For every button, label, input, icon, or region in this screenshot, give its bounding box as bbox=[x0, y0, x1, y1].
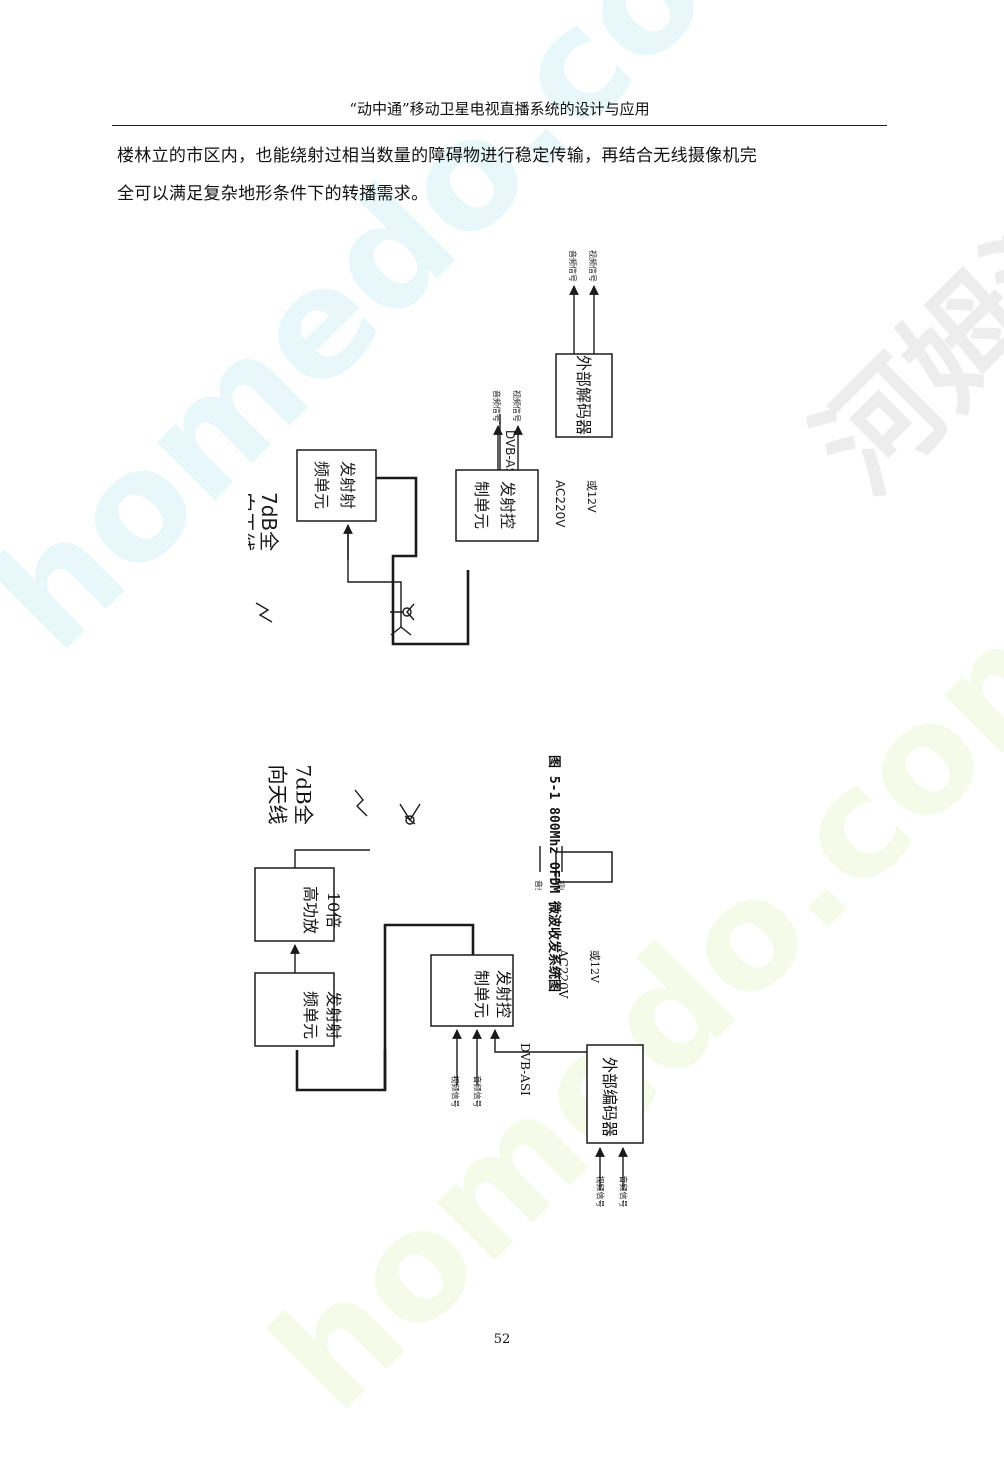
receiver-rf-line1: 发射射 bbox=[338, 461, 357, 509]
transmitter-section: 视频信号 音频信号 bbox=[534, 846, 613, 890]
receiver-control-block bbox=[455, 469, 539, 542]
control-out-video-label: 视频信号 bbox=[512, 390, 522, 422]
transmitter-antenna-line2: 向天线 bbox=[265, 764, 290, 825]
decoder-label: 外部解码器 bbox=[574, 355, 593, 435]
encoder-in-video-label: 视频信号 bbox=[556, 880, 566, 890]
decoder-out-audio-label: 音频信号 bbox=[568, 250, 578, 282]
paragraph-line: 全可以满足复杂地形条件下的转播需求。 bbox=[117, 184, 429, 204]
amp-to-antenna-line bbox=[294, 849, 370, 868]
wave-icon bbox=[354, 789, 368, 817]
encoder-block bbox=[555, 851, 613, 883]
control-in-audio-label: 音频信号 bbox=[472, 1075, 482, 1108]
encoder-in-audio-label: 音频信号 bbox=[618, 1175, 628, 1208]
wave-icon bbox=[255, 602, 273, 623]
receiver-antenna-icon bbox=[390, 603, 415, 636]
transmitter-control-line2: 制单元 bbox=[472, 969, 491, 1018]
transmitter-rf-line2: 频单元 bbox=[301, 990, 320, 1039]
dvb-label: DVB-ASI bbox=[503, 430, 517, 479]
receiver-control-line1: 发射控 bbox=[498, 481, 517, 529]
amplifier-block bbox=[254, 867, 335, 942]
dvb-label: DVB-ASI bbox=[518, 1043, 532, 1096]
system-diagram: 外部解码器 视频信号 音频信号 DVB-ASI 发射控 制单元 视频信号 音频信… bbox=[248, 250, 613, 890]
encoder-in-video-label: 视频信号 bbox=[595, 1175, 605, 1208]
coax-loop bbox=[376, 476, 470, 646]
receiver-rf-line2: 频单元 bbox=[312, 461, 331, 509]
transmitter-rf-block bbox=[254, 972, 335, 1047]
dvb-asi-arrow bbox=[490, 1029, 587, 1053]
running-header: “动中通”移动卫星电视直播系统的设计与应用 bbox=[112, 97, 887, 126]
power-dc-label: 或12V bbox=[588, 950, 601, 983]
page-number: 52 bbox=[493, 1332, 511, 1347]
transmitter-antenna-line1: 7dB全 bbox=[291, 764, 316, 825]
receiver-control-line2: 制单元 bbox=[472, 481, 491, 529]
decoder-block bbox=[555, 353, 613, 438]
transmitter-antenna-icon bbox=[354, 789, 421, 825]
power-dc-label: 或12V bbox=[585, 480, 598, 513]
system-figure: 外部解码器 视频信号 音频信号 DVB-ASI 发射控 制单元 视频信号 音频信… bbox=[248, 240, 648, 890]
encoder-label: 外部编码器 bbox=[600, 1056, 619, 1137]
transmitter-labels: 发射射 频单元 10倍 高功放 发射控 制单元 AC220V 或12V DVB-… bbox=[245, 760, 645, 1220]
figure-caption: 图 5-1 800Mhz OFDM 微波收发系统图 bbox=[546, 755, 561, 993]
amplifier-line2: 高功放 bbox=[301, 885, 320, 934]
encoder-block bbox=[586, 1044, 644, 1144]
encoder-in-audio-label: 音频信号 bbox=[534, 880, 544, 890]
receiver-antenna-line2: 向天线 bbox=[248, 492, 257, 552]
receiver-section: 外部解码器 视频信号 音频信号 DVB-ASI 发射控 制单元 视频信号 音频信… bbox=[248, 250, 613, 646]
receiver-rf-block bbox=[296, 449, 377, 522]
transmitter-control-block bbox=[430, 954, 514, 1027]
transmitter-diagram bbox=[254, 789, 644, 1190]
power-ac-label: AC220V bbox=[553, 480, 567, 528]
paragraph-line: 楼林立的市区内，也能绕射过相当数量的障碍物进行稳定传输，再结合无线摄像机完 bbox=[117, 146, 758, 166]
control-out-audio-label: 音频信号 bbox=[492, 390, 502, 422]
amplifier-line1: 10倍 bbox=[324, 891, 343, 929]
body-paragraph: 楼林立的市区内，也能绕射过相当数量的障碍物进行稳定传输，再结合无线摄像机完 全可… bbox=[117, 137, 887, 213]
receiver-antenna-line1: 7dB全 bbox=[257, 492, 281, 551]
decoder-out-video-label: 视频信号 bbox=[588, 250, 598, 282]
transmitter-control-line1: 发射控 bbox=[494, 969, 513, 1018]
coax-loop bbox=[383, 923, 475, 1090]
control-in-video-label: 视频信号 bbox=[450, 1075, 460, 1108]
transmitter-rf-line1: 发射射 bbox=[324, 990, 343, 1039]
